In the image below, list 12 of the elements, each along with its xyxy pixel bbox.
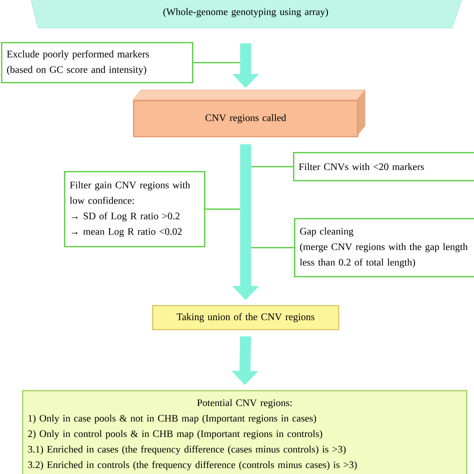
note-box: Filter CNVs with <20 markers xyxy=(293,152,474,182)
leader-line xyxy=(205,208,242,210)
note-box: Filter gain CNV regions with low confidence: → SD of Log R ratio >0.2 → mean Log R ratio <0.02 xyxy=(64,171,206,248)
note-box: Gap cleaning (merge CNV regions with the gap length less than 0.2 of total length) xyxy=(294,218,474,278)
leader-line xyxy=(250,166,293,168)
note-box: Exclude poorly performed markers (based on GC score and intensity) xyxy=(1,42,194,84)
result-box: Potential CNV regions: 1) Only in case pools & not in CHB map (Important regions in cases) 2) Only in control pools & in CHB map (Important regions in controls) 3.1) Enriched in cases (the frequency difference (cases minus controls) is >3) 3.2) Enriched in controls (the frequency difference (controls minus cases) is >3) xyxy=(22,390,468,474)
process-box: Taking union of the CNV regions xyxy=(152,305,340,330)
banner: (Whole-genome genotyping using array) xyxy=(28,0,466,28)
leader-line xyxy=(193,62,242,64)
process-box: CNV regions called xyxy=(132,90,366,138)
leader-line xyxy=(250,247,294,248)
